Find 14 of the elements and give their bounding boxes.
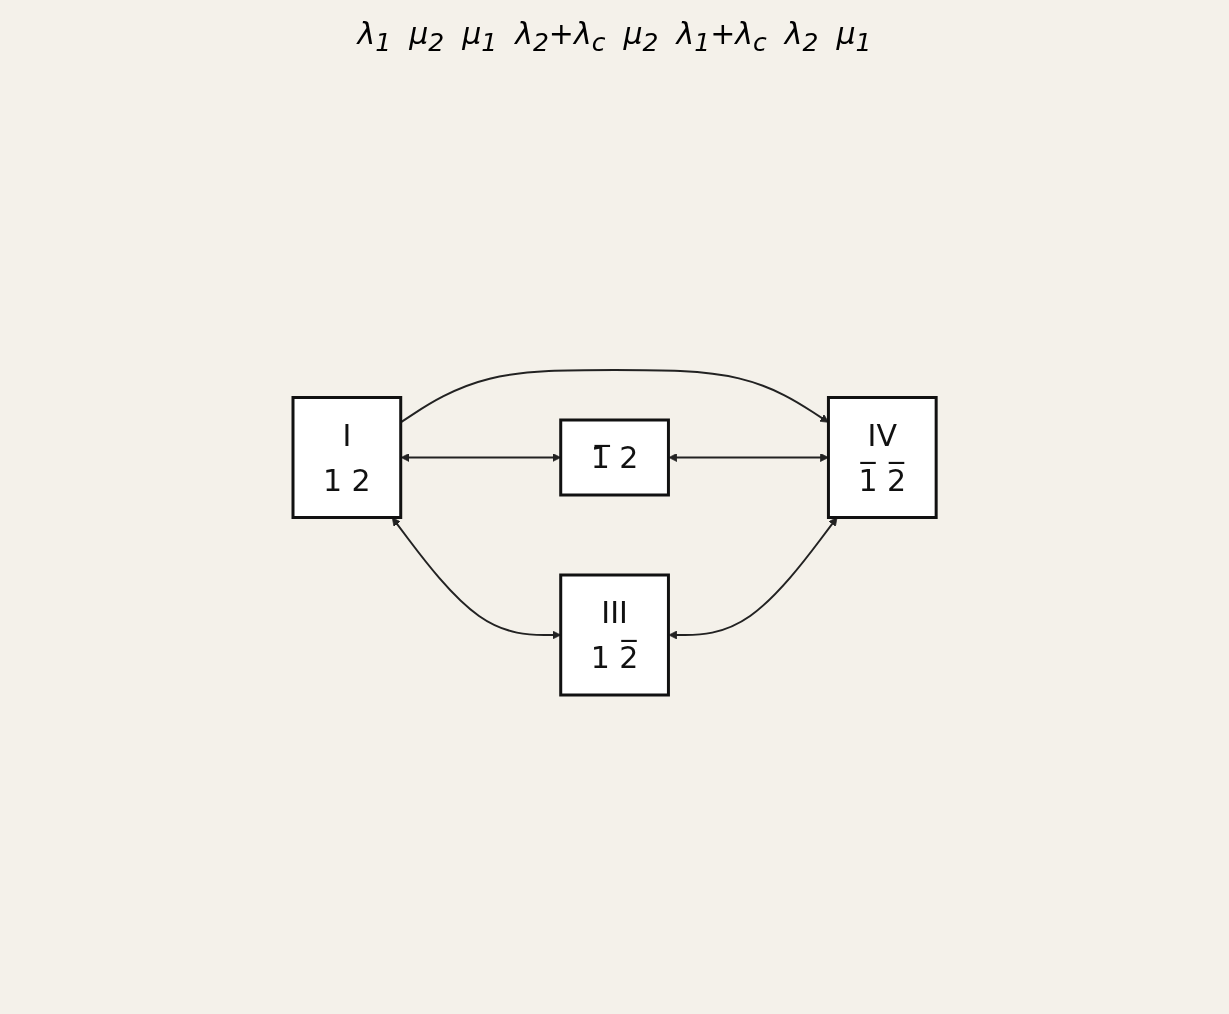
rate-label: μ$_{2}$ (623, 16, 659, 57)
node-box: IV 1̅ 2̅ (826, 396, 938, 519)
rate-label: λ$_{1}$ (357, 16, 392, 57)
rate-label: λ$_{1}$+λ$_{c}$ (676, 16, 767, 57)
node-box: I 1 2 (291, 396, 403, 519)
rate-label: μ$_{1}$ (836, 16, 872, 57)
rate-label: λ$_{2}$+λ$_{c}$ (515, 16, 606, 57)
arrow (668, 453, 829, 462)
node-box: III 1 2̅ (559, 573, 670, 697)
arrow (668, 517, 838, 640)
rate-label: μ$_{1}$ (462, 16, 498, 57)
rate-label: λ$_{2}$ (784, 16, 819, 57)
node-box: 1̅ 2 (559, 418, 670, 497)
rate-label: μ$_{2}$ (409, 16, 445, 57)
